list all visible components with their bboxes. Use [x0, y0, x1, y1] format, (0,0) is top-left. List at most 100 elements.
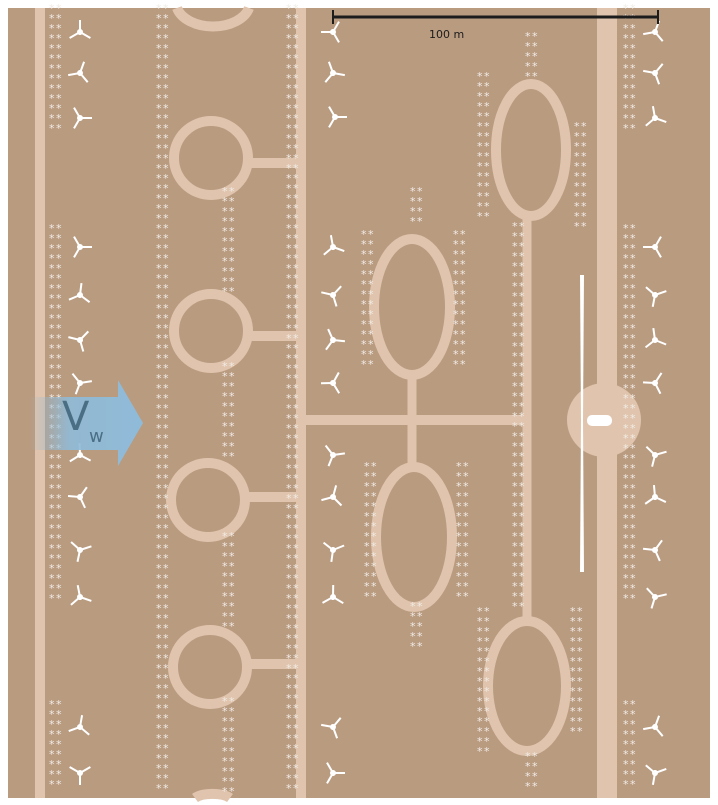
- marker-asterisk: *: [56, 592, 62, 605]
- marker-asterisk: *: [525, 70, 531, 83]
- marker-asterisk: *: [484, 645, 490, 658]
- marker-asterisk: *: [581, 200, 587, 213]
- marker-asterisk: *: [364, 500, 370, 513]
- marker-asterisk: *: [532, 770, 538, 783]
- marker-asterisk: *: [49, 72, 55, 85]
- marker-asterisk: *: [56, 262, 62, 275]
- marker-asterisk: *: [519, 410, 525, 423]
- marker-asterisk: *: [56, 282, 62, 295]
- turbine-icon: [325, 328, 346, 351]
- marker-asterisk: *: [623, 342, 629, 355]
- marker-asterisk: *: [623, 102, 629, 115]
- marker-asterisk: *: [293, 152, 299, 165]
- marker-asterisk: *: [163, 582, 169, 595]
- marker-asterisk: *: [222, 755, 228, 768]
- marker-asterisk: *: [229, 550, 235, 563]
- marker-asterisk: *: [532, 40, 538, 53]
- turbine-blade-upper: [580, 275, 584, 420]
- marker-asterisk: *: [293, 632, 299, 645]
- marker-asterisk: *: [229, 590, 235, 603]
- marker-asterisk: *: [630, 472, 636, 485]
- marker-asterisk: *: [623, 322, 629, 335]
- marker-asterisk: *: [156, 122, 162, 135]
- marker-asterisk: *: [163, 752, 169, 765]
- marker-asterisk: *: [570, 695, 576, 708]
- marker-asterisk: *: [484, 695, 490, 708]
- marker-asterisk: *: [222, 285, 228, 298]
- marker-asterisk: *: [477, 665, 483, 678]
- marker-asterisk: *: [623, 382, 629, 395]
- marker-asterisk: *: [156, 192, 162, 205]
- marker-asterisk: *: [49, 222, 55, 235]
- marker-asterisk: *: [163, 732, 169, 745]
- marker-asterisk: *: [519, 290, 525, 303]
- marker-asterisk: *: [525, 30, 531, 43]
- marker-asterisk: *: [156, 102, 162, 115]
- marker-asterisk: *: [361, 238, 367, 251]
- marker-asterisk: *: [156, 232, 162, 245]
- marker-asterisk: *: [460, 348, 466, 361]
- marker-asterisk: *: [512, 220, 518, 233]
- marker-asterisk: *: [623, 542, 629, 555]
- marker-asterisk: *: [623, 302, 629, 315]
- marker-asterisk: *: [623, 262, 629, 275]
- marker-asterisk: *: [293, 62, 299, 75]
- marker-asterisk: *: [623, 492, 629, 505]
- marker-asterisk: *: [293, 202, 299, 215]
- marker-asterisk: *: [286, 712, 292, 725]
- marker-asterisk: *: [286, 262, 292, 275]
- marker-asterisk: *: [532, 750, 538, 763]
- marker-asterisk: *: [453, 228, 459, 241]
- marker-asterisk: *: [56, 72, 62, 85]
- marker-asterisk: *: [630, 252, 636, 265]
- marker-asterisk: *: [623, 432, 629, 445]
- marker-asterisk: *: [630, 302, 636, 315]
- marker-asterisk: *: [477, 635, 483, 648]
- marker-asterisk: *: [417, 215, 423, 228]
- marker-asterisk: *: [229, 440, 235, 453]
- marker-asterisk: *: [286, 612, 292, 625]
- marker-asterisk: *: [286, 362, 292, 375]
- marker-asterisk: *: [49, 462, 55, 475]
- marker-asterisk: *: [163, 372, 169, 385]
- marker-asterisk: *: [512, 390, 518, 403]
- marker-asterisk: *: [630, 562, 636, 575]
- marker-asterisk: *: [361, 308, 367, 321]
- marker-asterisk: *: [163, 682, 169, 695]
- marker-asterisk: *: [156, 52, 162, 65]
- marker-asterisk: *: [156, 402, 162, 415]
- marker-asterisk: *: [163, 422, 169, 435]
- marker-asterisk: *: [222, 560, 228, 573]
- marker-asterisk: *: [570, 645, 576, 658]
- turbine-icon: [321, 285, 342, 307]
- marker-asterisk: *: [574, 170, 580, 183]
- marker-asterisk: *: [56, 272, 62, 285]
- marker-asterisk: *: [163, 542, 169, 555]
- marker-asterisk: *: [630, 412, 636, 425]
- marker-asterisk: *: [460, 278, 466, 291]
- marker-asterisk: *: [519, 270, 525, 283]
- marker-asterisk: *: [623, 362, 629, 375]
- marker-asterisk: *: [56, 352, 62, 365]
- marker-asterisk: *: [229, 205, 235, 218]
- marker-asterisk: *: [293, 572, 299, 585]
- marker-asterisk: *: [56, 562, 62, 575]
- marker-asterisk: *: [293, 102, 299, 115]
- marker-asterisk: *: [581, 160, 587, 173]
- marker-asterisk: *: [293, 322, 299, 335]
- marker-asterisk: *: [623, 592, 629, 605]
- marker-asterisk: *: [156, 352, 162, 365]
- marker-asterisk: *: [56, 698, 62, 711]
- marker-asterisk: *: [229, 430, 235, 443]
- marker-asterisk: *: [293, 722, 299, 735]
- marker-asterisk: *: [623, 738, 629, 751]
- marker-asterisk: *: [484, 625, 490, 638]
- marker-asterisk: *: [512, 540, 518, 553]
- marker-asterisk: *: [368, 238, 374, 251]
- marker-asterisk: *: [574, 150, 580, 163]
- marker-asterisk: *: [484, 160, 490, 173]
- turbine-icon: [646, 587, 667, 609]
- marker-asterisk: *: [229, 265, 235, 278]
- marker-asterisk: *: [56, 302, 62, 315]
- marker-asterisk: *: [364, 470, 370, 483]
